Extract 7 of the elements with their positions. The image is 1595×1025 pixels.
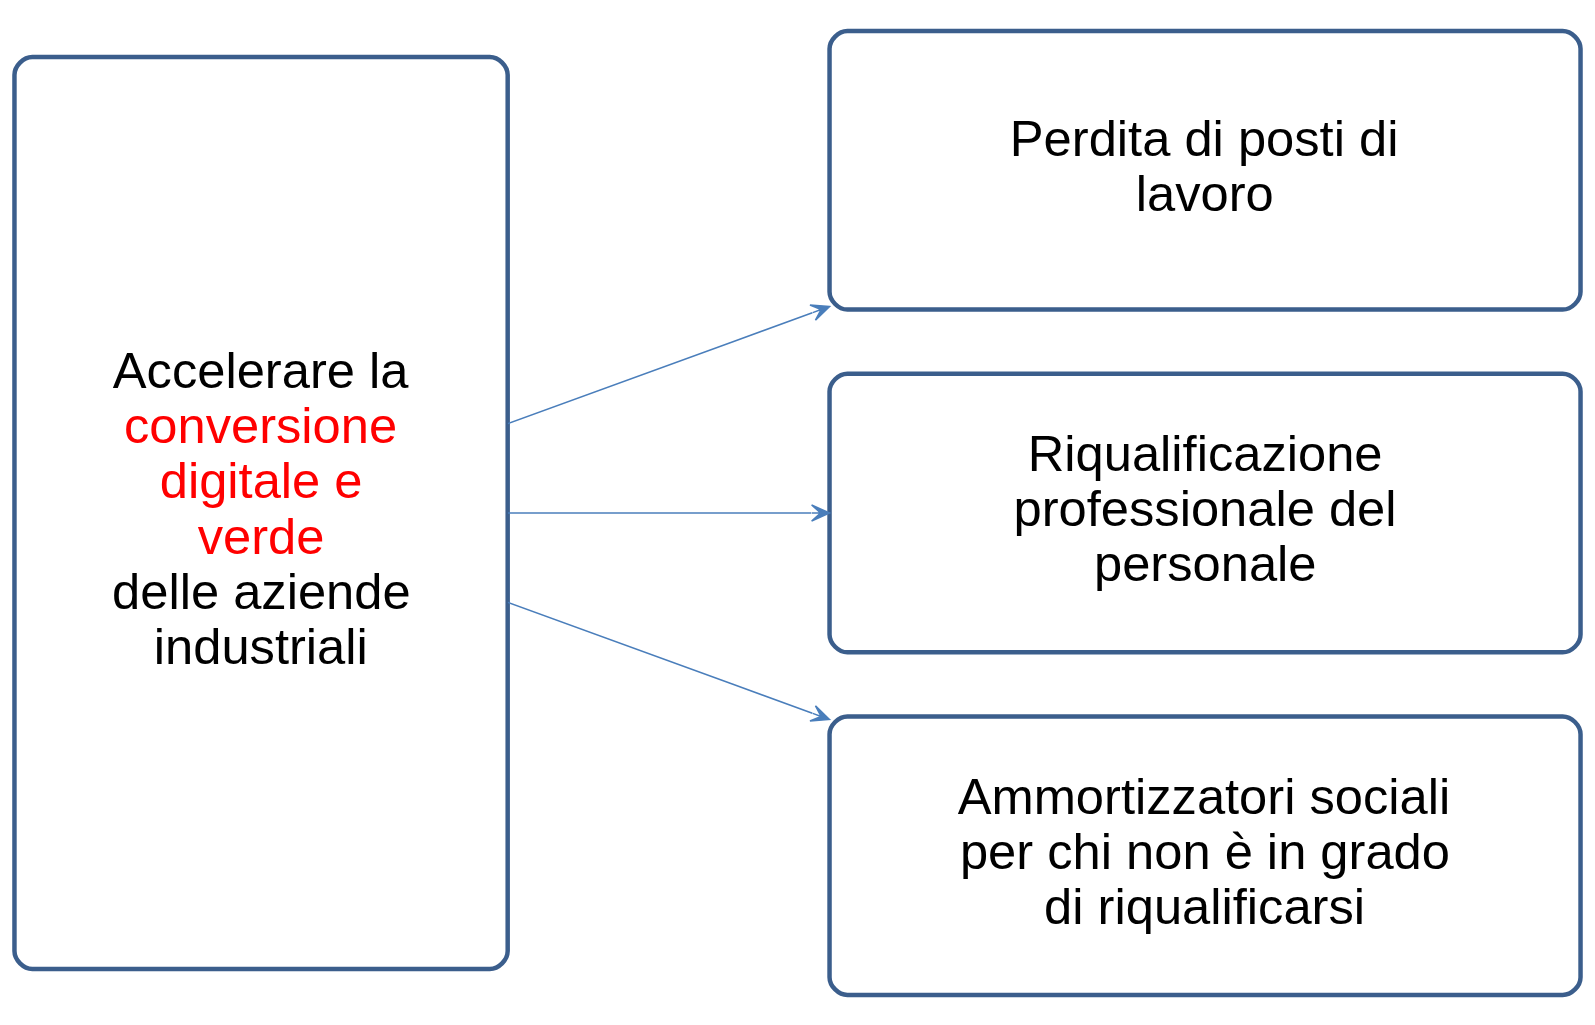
node-box: Perdita di posti di lavoro [827, 28, 1583, 312]
arrow [507, 601, 831, 722]
node-box: Accelerare la conversione digitale e verde delle aziende industriali [12, 54, 510, 971]
node-box: Ammortizzatori sociali per chi non è in grado di riqualificarsi [827, 713, 1583, 997]
arrow [507, 303, 831, 424]
node-box: Riqualificazione professionale del personale [827, 370, 1583, 655]
arrow [507, 503, 831, 522]
